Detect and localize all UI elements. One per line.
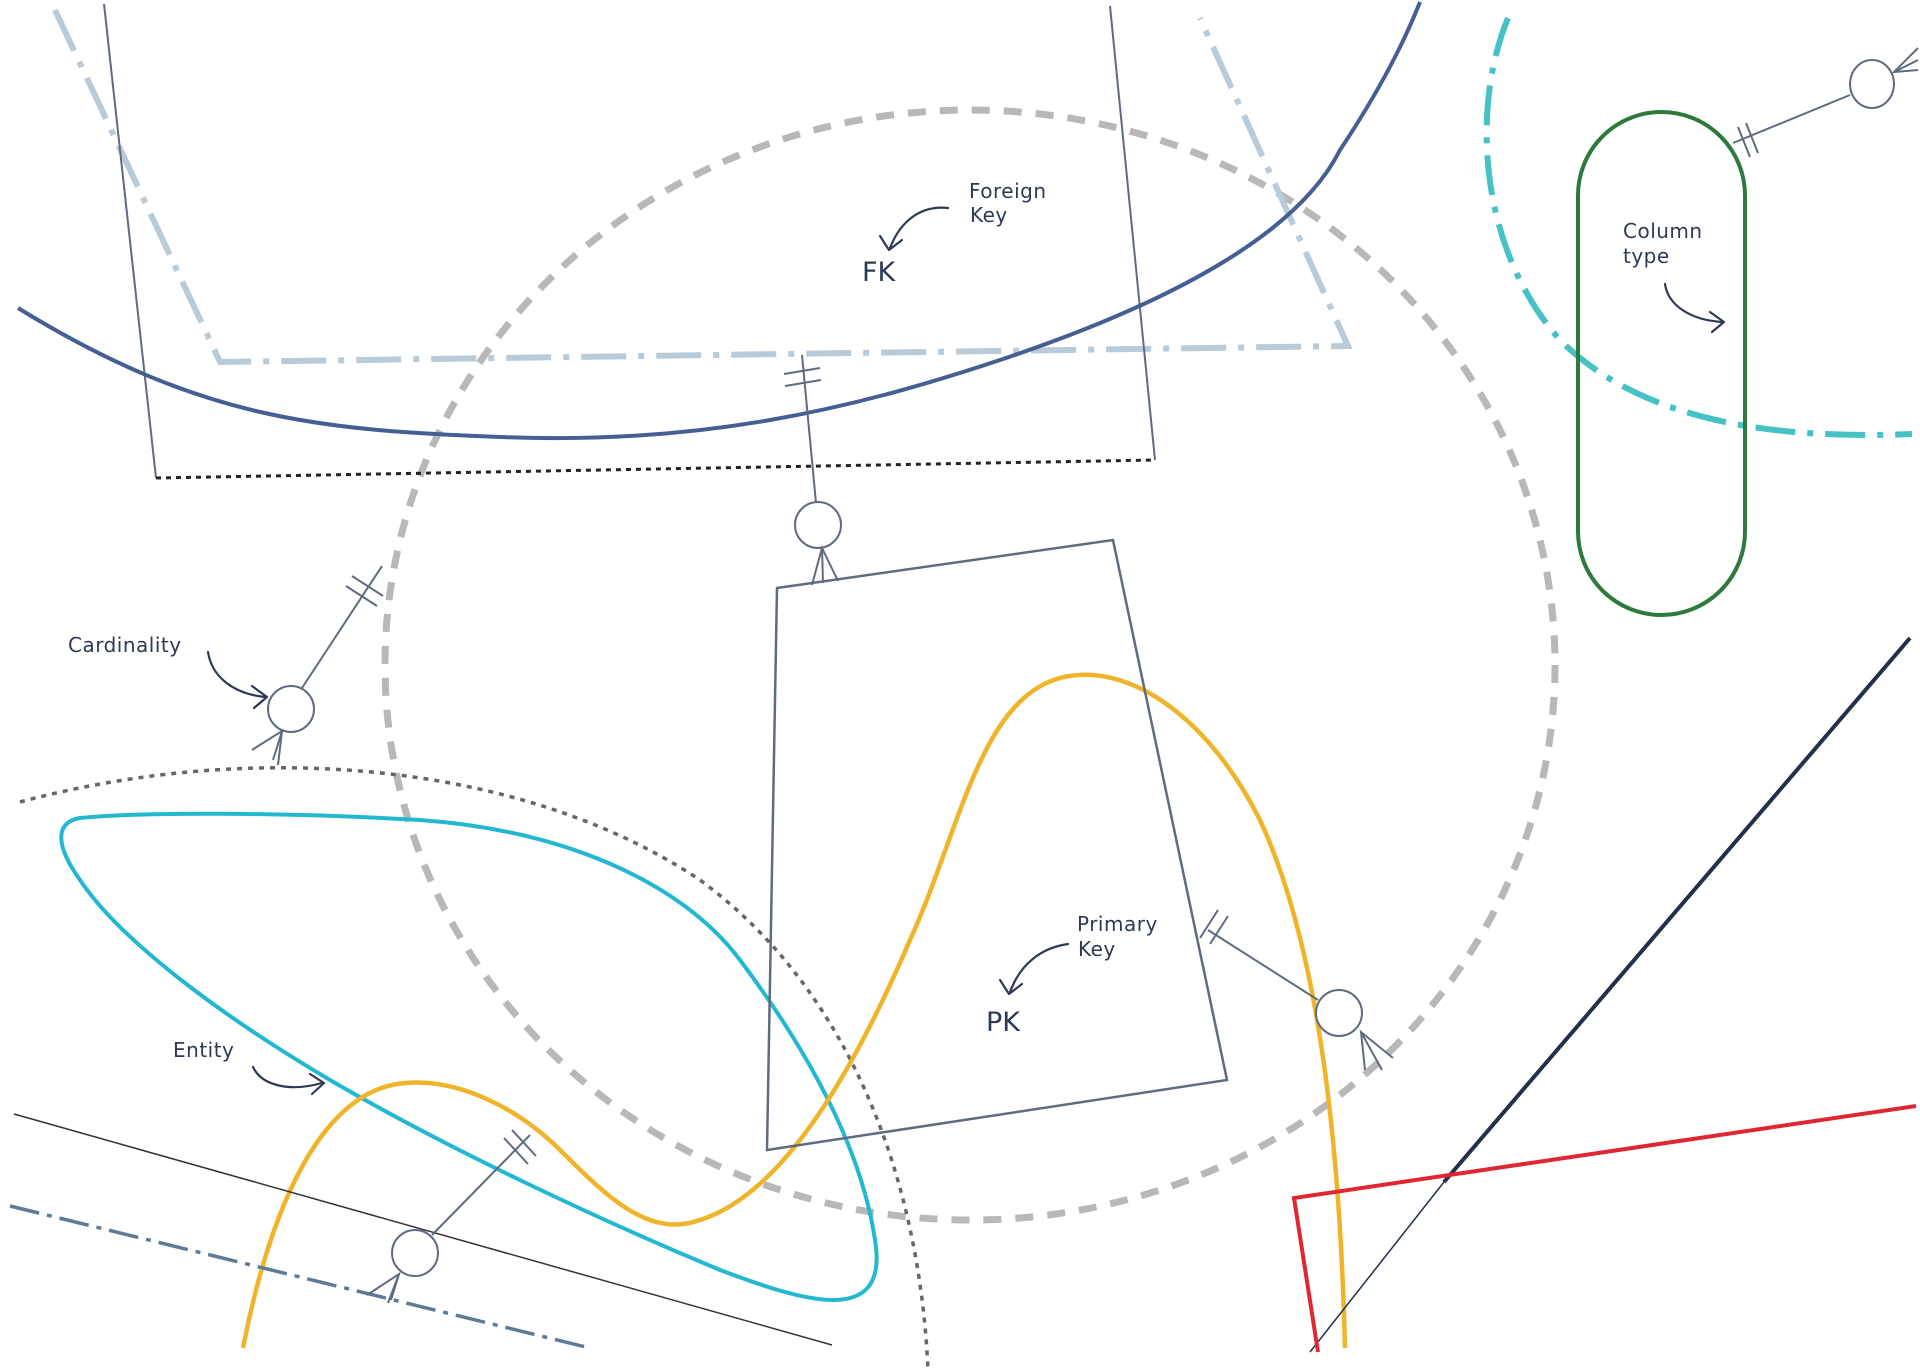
entity-connector bbox=[431, 1134, 531, 1236]
column-type-circle bbox=[1849, 59, 1895, 109]
dark-navy-diagonal bbox=[1442, 636, 1912, 1184]
pk-tick-1 bbox=[1199, 909, 1219, 939]
column-type-label-line2: type bbox=[1623, 244, 1670, 268]
green-capsule bbox=[1576, 110, 1747, 617]
column-type-crowfoot-mid bbox=[1893, 59, 1919, 73]
primary-key-arrowhead bbox=[998, 978, 1024, 996]
entity-arrowhead bbox=[308, 1072, 326, 1096]
pk-tick-2 bbox=[1209, 915, 1229, 945]
fk-circle bbox=[794, 501, 842, 549]
slate-dashdot-line bbox=[9, 1204, 591, 1350]
column-type-connector bbox=[1732, 94, 1851, 144]
pk-label: PK bbox=[986, 1007, 1021, 1038]
cardinality-connector bbox=[301, 565, 383, 689]
primary-key-arrow bbox=[1008, 942, 1070, 994]
pk-crowfoot-mid bbox=[1360, 1031, 1383, 1071]
black-dotted-baseline bbox=[155, 458, 1156, 480]
navy-curve bbox=[16, 1, 1422, 441]
cardinality-arrowhead bbox=[250, 684, 269, 710]
fk-connector bbox=[801, 354, 817, 504]
column-type-arrow bbox=[1663, 282, 1724, 324]
cardinality-crowfoot-mid bbox=[277, 730, 283, 766]
column-type-tick-1 bbox=[1737, 126, 1751, 158]
foreign-key-label-line2: Key bbox=[970, 203, 1008, 227]
entity-tick-1 bbox=[503, 1137, 529, 1165]
cardinality-crowfoot bbox=[251, 728, 284, 761]
primary-key-label-line1: Primary bbox=[1077, 912, 1158, 936]
central-entity-box bbox=[765, 538, 1229, 1152]
entity-label: Entity bbox=[173, 1038, 234, 1062]
red-polyline bbox=[1291, 1104, 1917, 1353]
column-type-tick-2 bbox=[1745, 122, 1759, 154]
top-frame-lines-right bbox=[1109, 5, 1156, 461]
thin-black-line bbox=[13, 1113, 833, 1346]
cardinality-arrow bbox=[206, 650, 267, 699]
foreign-key-arrowhead bbox=[878, 234, 904, 252]
fk-tick-1 bbox=[783, 367, 821, 375]
light-dashdot-polyline bbox=[52, 8, 1353, 366]
column-type-arrowhead bbox=[1708, 310, 1726, 334]
entity-arrow bbox=[251, 1065, 324, 1089]
dark-dotted-arc bbox=[19, 766, 930, 1371]
teal-dashdot-arc bbox=[1483, 16, 1913, 438]
cyan-loop bbox=[59, 811, 879, 1302]
cardinality-circle bbox=[267, 685, 315, 733]
orange-wave bbox=[240, 672, 1348, 1349]
pk-connector bbox=[1207, 929, 1319, 1001]
primary-key-label-line2: Key bbox=[1078, 937, 1116, 961]
pk-circle bbox=[1315, 989, 1363, 1037]
thin-navy-diagonal bbox=[1309, 1181, 1445, 1353]
foreign-key-arrow bbox=[888, 206, 950, 250]
column-type-label-line1: Column bbox=[1623, 219, 1703, 243]
entity-tick-2 bbox=[511, 1129, 537, 1157]
top-frame-lines bbox=[103, 3, 157, 479]
fk-tick-2 bbox=[784, 379, 822, 387]
column-type-crowfoot bbox=[1891, 47, 1919, 74]
cardinality-label: Cardinality bbox=[68, 633, 182, 657]
entity-crowfoot-mid bbox=[390, 1273, 400, 1301]
cardinality-tick-1 bbox=[351, 575, 384, 597]
foreign-key-label-line1: Foreign bbox=[969, 179, 1047, 203]
grey-dashed-circle bbox=[381, 106, 1559, 1224]
entity-circle bbox=[391, 1229, 439, 1277]
fk-crowfoot-mid bbox=[821, 547, 824, 584]
cardinality-tick-2 bbox=[345, 585, 378, 607]
fk-label: FK bbox=[862, 257, 897, 288]
